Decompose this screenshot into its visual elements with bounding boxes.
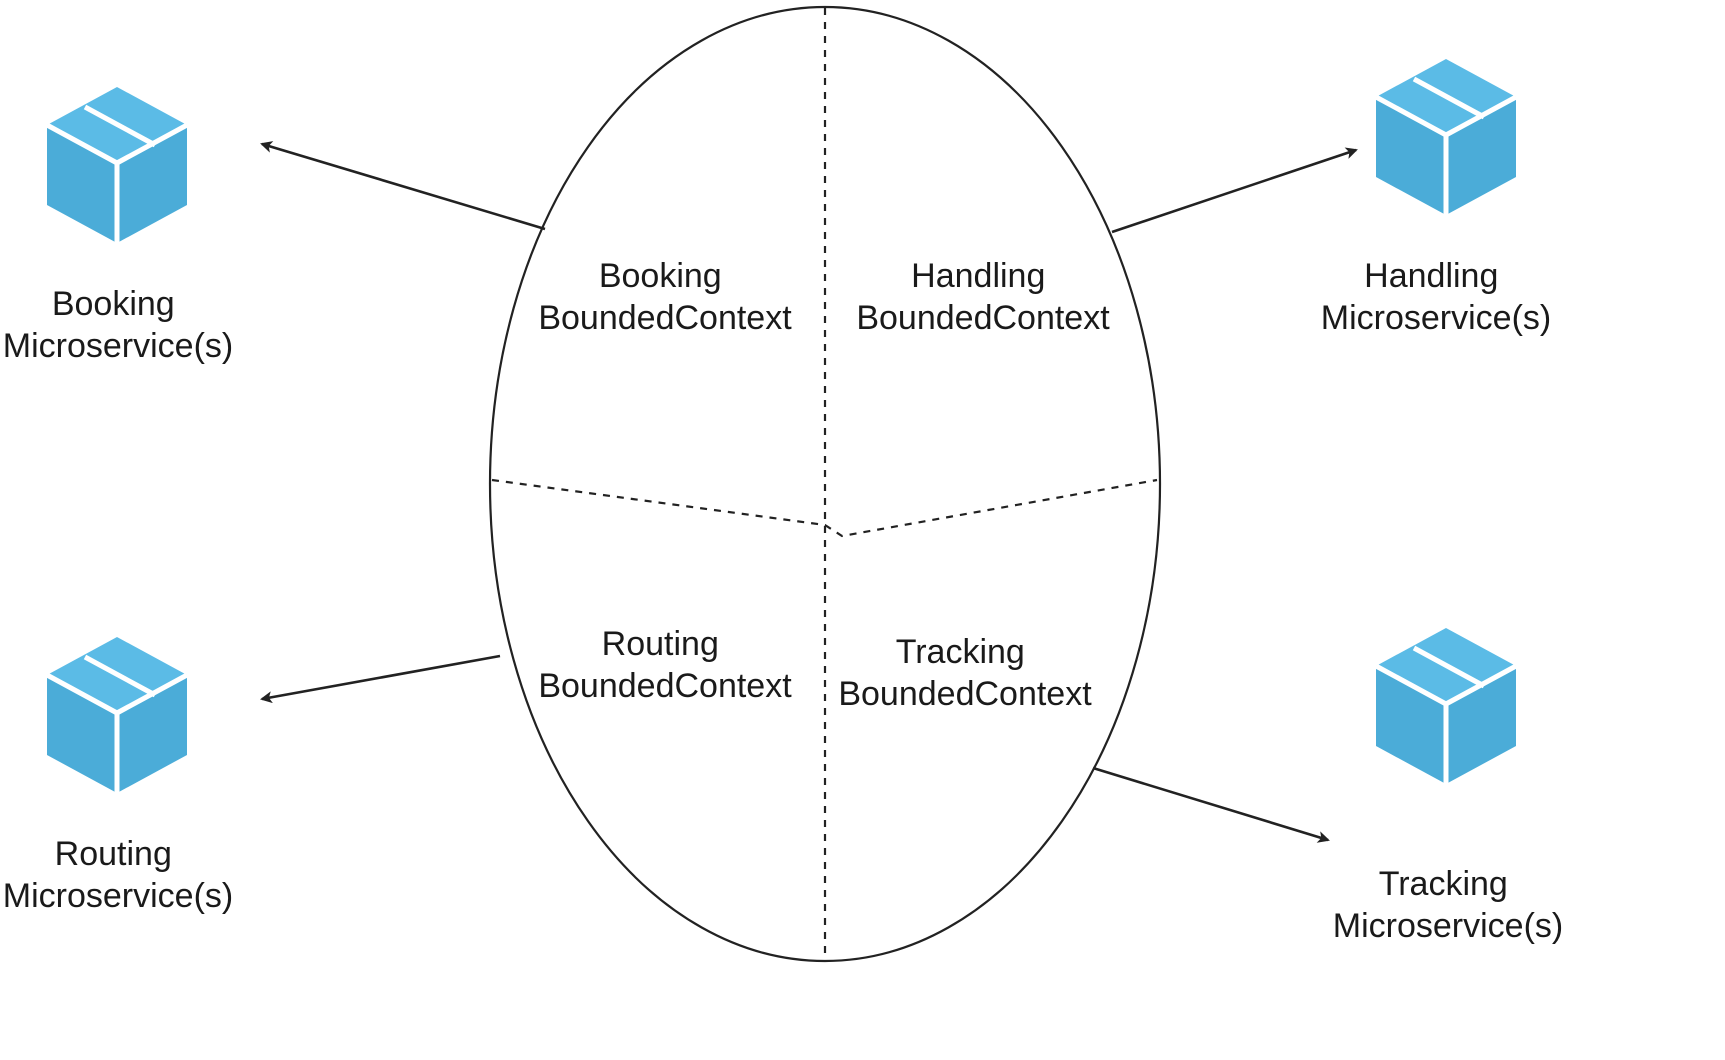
routing-context-label: Routing BoundedContext bbox=[538, 625, 792, 705]
routing-microservice-label: Routing Microservice(s) bbox=[3, 835, 233, 915]
booking-microservice-label: Booking Microservice(s) bbox=[3, 285, 233, 365]
tracking-microservice-label: Tracking Microservice(s) bbox=[1333, 865, 1563, 945]
handling-box-icon bbox=[1376, 59, 1516, 215]
handling-arrow bbox=[1111, 147, 1358, 234]
tracking-box-icon bbox=[1376, 628, 1516, 784]
handling-microservice-label: Handling Microservice(s) bbox=[1321, 257, 1551, 337]
tracking-context-label: Tracking BoundedContext bbox=[838, 633, 1092, 713]
tracking-arrow bbox=[1092, 766, 1330, 843]
domain-ellipse bbox=[488, 5, 1162, 963]
booking-context-label: Booking BoundedContext bbox=[538, 257, 792, 337]
handling-context-label: Handling BoundedContext bbox=[856, 257, 1110, 337]
booking-box-icon bbox=[47, 87, 187, 243]
horizontal-divider bbox=[491, 478, 1158, 538]
booking-arrow bbox=[260, 141, 546, 231]
routing-box-icon bbox=[47, 637, 187, 793]
routing-arrow bbox=[260, 654, 501, 704]
